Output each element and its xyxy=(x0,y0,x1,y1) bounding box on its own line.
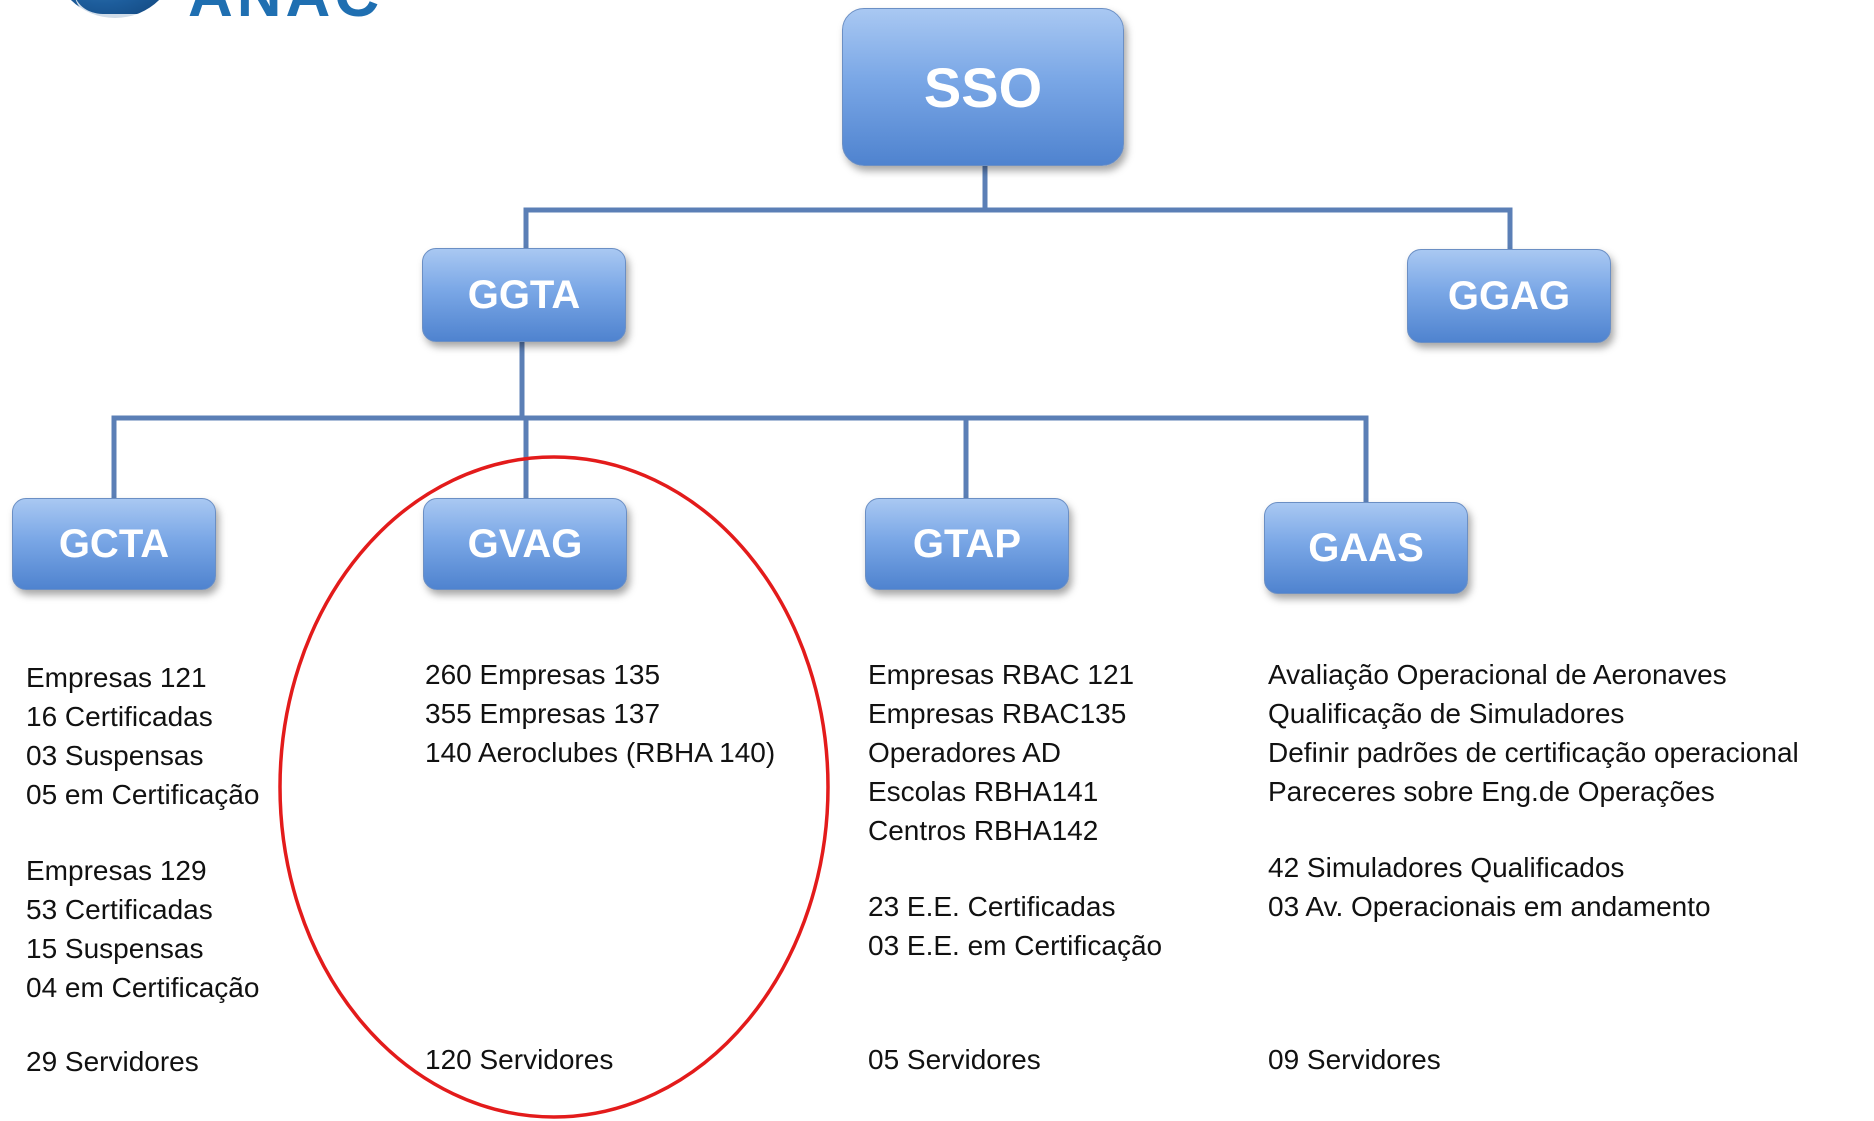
gcta-line: 05 em Certificação xyxy=(26,779,260,810)
gvag-line: 260 Empresas 135 xyxy=(425,659,661,690)
node-gvag: GVAG xyxy=(423,498,627,590)
gtap-line: 03 E.E. em Certificação xyxy=(868,930,1163,961)
node-gcta: GCTA xyxy=(12,498,216,590)
node-ggag: GGAG xyxy=(1407,249,1611,343)
gcta-line: 15 Suspensas xyxy=(26,933,204,964)
logo-text: ANAC xyxy=(188,0,383,22)
gcta-line: 16 Certificadas xyxy=(26,701,213,732)
anac-logo: ANAC xyxy=(0,0,480,22)
gtap-staff: 05 Servidores xyxy=(868,1044,1041,1075)
gvag-line: 140 Aeroclubes (RBHA 140) xyxy=(425,737,776,768)
gaas-details: Avaliação Operacional de Aeronaves Quali… xyxy=(1268,655,1799,926)
gtap-line: Empresas RBAC 121 xyxy=(868,659,1135,690)
node-ggta: GGTA xyxy=(422,248,626,342)
gtap-line: Operadores AD xyxy=(868,737,1061,768)
gtap-line: 23 E.E. Certificadas xyxy=(868,891,1116,922)
gtap-details: Empresas RBAC 121 Empresas RBAC135 Opera… xyxy=(868,655,1162,965)
gtap-line: Centros RBHA142 xyxy=(868,815,1099,846)
node-sso: SSO xyxy=(842,8,1124,166)
gcta-line: 04 em Certificação xyxy=(26,972,260,1003)
gaas-line: Qualificação de Simuladores xyxy=(1268,698,1625,729)
gaas-line: 03 Av. Operacionais em andamento xyxy=(1268,891,1711,922)
gcta-line: Empresas 121 xyxy=(26,662,207,693)
swoosh-icon xyxy=(74,0,184,19)
gcta-line: Empresas 129 xyxy=(26,855,207,886)
node-gtap: GTAP xyxy=(865,498,1069,590)
gvag-staff: 120 Servidores xyxy=(425,1044,614,1075)
gaas-staff: 09 Servidores xyxy=(1268,1044,1441,1075)
gcta-line: 03 Suspensas xyxy=(26,740,204,771)
gaas-line: Avaliação Operacional de Aeronaves xyxy=(1268,659,1727,690)
gaas-line: Pareceres sobre Eng.de Operações xyxy=(1268,776,1715,807)
gaas-line: Definir padrões de certificação operacio… xyxy=(1268,737,1799,768)
gcta-details: Empresas 121 16 Certificadas 03 Suspensa… xyxy=(26,658,259,1007)
gcta-line: 53 Certificadas xyxy=(26,894,213,925)
node-gaas: GAAS xyxy=(1264,502,1468,594)
gtap-line: Empresas RBAC135 xyxy=(868,698,1127,729)
gtap-line: Escolas RBHA141 xyxy=(868,776,1099,807)
gcta-staff: 29 Servidores xyxy=(26,1046,199,1077)
gvag-line: 355 Empresas 137 xyxy=(425,698,661,729)
gaas-line: 42 Simuladores Qualificados xyxy=(1268,852,1625,883)
gvag-details: 260 Empresas 135 355 Empresas 137 140 Ae… xyxy=(425,655,775,772)
